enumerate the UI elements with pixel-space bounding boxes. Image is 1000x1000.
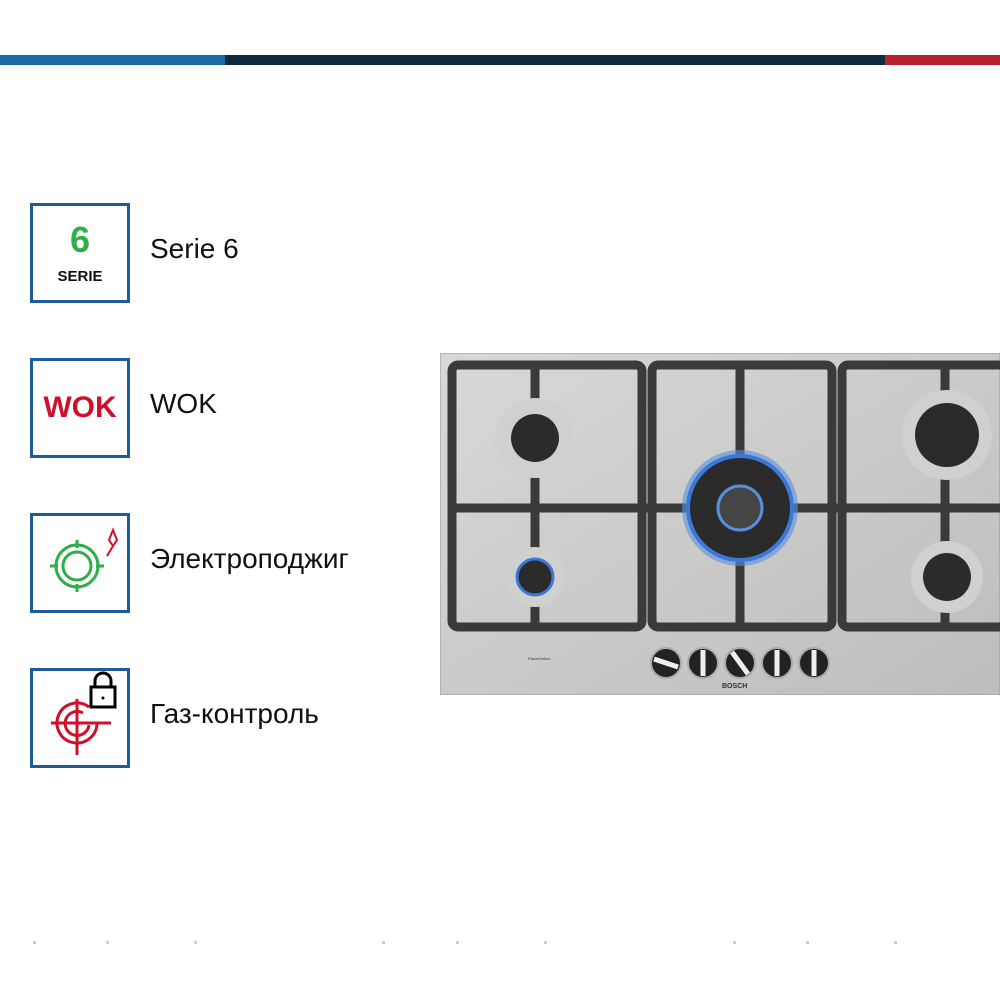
decor-dot (382, 941, 385, 944)
flameselect-logo: FlameSelect (528, 656, 551, 661)
top-bar-navy (225, 55, 885, 65)
serie-6-badge: 6 SERIE (30, 203, 130, 303)
decor-dot (33, 941, 36, 944)
wok-badge: WOK (30, 358, 130, 458)
top-bar-blue (0, 55, 225, 65)
decor-dot (544, 941, 547, 944)
feature-wok: WOK WOK (30, 358, 217, 458)
gas-control-lock-icon (30, 668, 130, 768)
electric-ignition-icon (30, 513, 130, 613)
feature-ignition: Электроподжиг (30, 513, 349, 613)
feature-label: Электроподжиг (150, 543, 349, 574)
top-bar-red (885, 55, 1000, 65)
decor-dot (894, 941, 897, 944)
decor-dot (806, 941, 809, 944)
decor-dot (106, 941, 109, 944)
feature-label: WOK (150, 388, 217, 419)
badge-text: SERIE (57, 268, 103, 285)
decor-dot (733, 941, 736, 944)
feature-label: Serie 6 (150, 233, 239, 264)
badge-number: 6 (69, 219, 91, 260)
decor-dot (456, 941, 459, 944)
badge-text: WOK (43, 391, 117, 424)
gas-hob-image: FlameSelect BOSCH (439, 352, 1000, 696)
burner (495, 390, 992, 613)
decor-dot (194, 941, 197, 944)
feature-label: Газ-контроль (150, 698, 319, 729)
feature-gas-control: Газ-контроль (30, 668, 319, 768)
feature-serie: 6 SERIE Serie 6 (30, 203, 239, 303)
brand-logo: BOSCH (722, 683, 748, 690)
